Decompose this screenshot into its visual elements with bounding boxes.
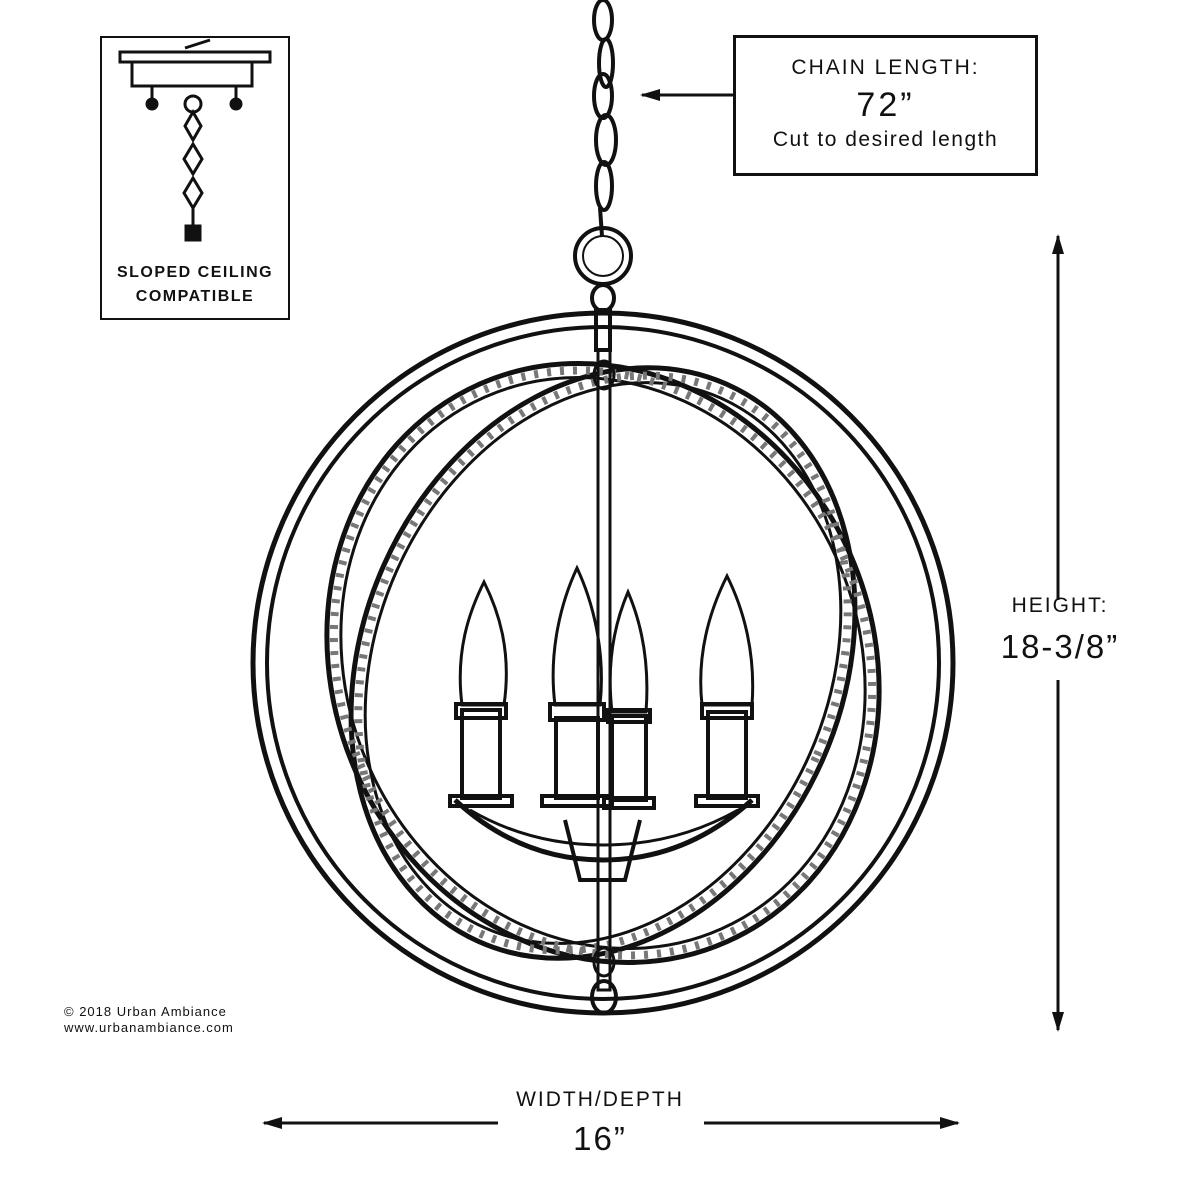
website-url: www.urbanambiance.com	[64, 1020, 234, 1035]
chain-length-title: CHAIN LENGTH:	[791, 56, 980, 79]
candle	[540, 564, 614, 808]
chain-length-value: 72”	[856, 86, 915, 124]
width-depth-value: 16”	[573, 1120, 627, 1157]
candle	[602, 588, 656, 810]
arrow-icon	[262, 89, 1064, 1129]
chain	[592, 0, 618, 237]
candle	[448, 578, 514, 808]
sloped-ceiling-inset	[100, 36, 290, 320]
canopy-ring	[573, 226, 633, 352]
height-title: HEIGHT:	[1011, 594, 1109, 617]
width-depth-title: WIDTH/DEPTH	[516, 1088, 684, 1111]
chandelier-icon	[250, 310, 956, 1016]
chain-length-note: Cut to desired length	[772, 128, 999, 151]
candle	[694, 572, 760, 808]
inset-caption-line1: SLOPED CEILING	[116, 264, 274, 281]
chain-length-callout	[733, 35, 1038, 176]
copyright-notice: © 2018 Urban Ambiance	[64, 1004, 227, 1019]
sloped-ceiling-inset-drawing	[118, 38, 272, 242]
height-value: 18-3/8”	[1000, 628, 1120, 665]
inset-caption-line2: COMPATIBLE	[135, 288, 255, 305]
